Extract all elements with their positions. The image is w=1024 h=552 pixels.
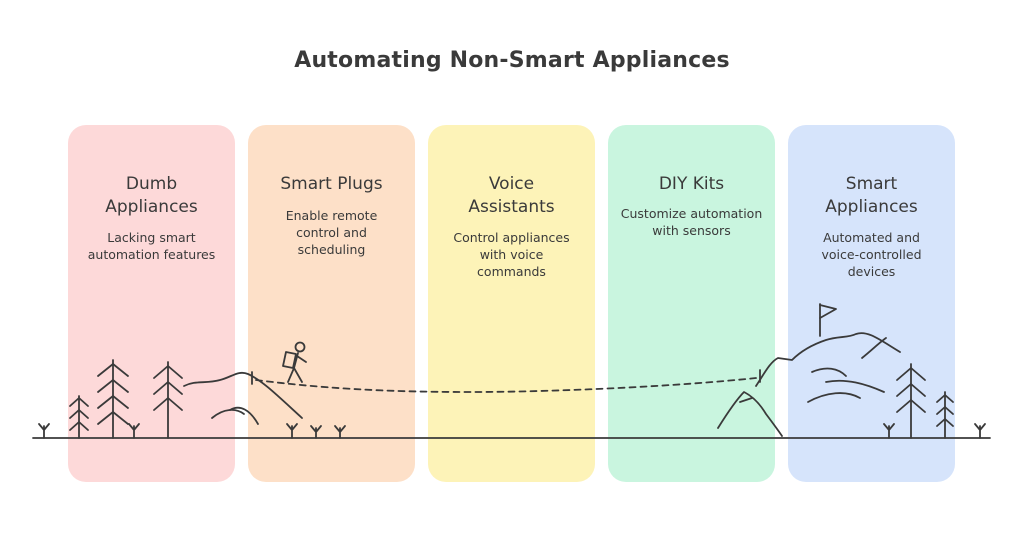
stage-description: Customize automation with sensors (620, 206, 763, 238)
mountain-icon (183, 371, 303, 425)
stage-heading: Voice Assistants (468, 174, 555, 217)
stage-description: Lacking smart automation features (87, 230, 216, 262)
stage-description: Enable remote control and scheduling (285, 208, 378, 257)
trail-path (255, 377, 757, 393)
stage-diy-kits: DIY Kits Customize automation with senso… (608, 125, 775, 482)
tree-icon (896, 363, 926, 439)
mountain-icon (755, 332, 901, 403)
flag-icon (819, 303, 837, 337)
grass-icon (38, 423, 50, 439)
stage-smart-appliances: Smart Appliances Automated and voice-con… (788, 125, 955, 482)
hiker-icon (282, 341, 307, 383)
tree-icon (97, 359, 129, 439)
grass-icon (128, 423, 140, 439)
grass-icon (974, 423, 986, 439)
stage-voice-assistants: Voice Assistants Control appliances with… (428, 125, 595, 482)
stage-heading: Smart Appliances (825, 174, 918, 217)
tree-icon (936, 391, 954, 439)
tree-icon (69, 395, 89, 439)
stage-heading: Smart Plugs (280, 174, 383, 194)
stage-heading: Dumb Appliances (105, 174, 198, 217)
grass-icon (286, 423, 346, 439)
stage-heading: DIY Kits (658, 174, 725, 194)
grass-icon (883, 423, 895, 439)
stage-description: Automated and voice-controlled devices (821, 230, 922, 279)
stage-description: Control appliances with voice commands (453, 230, 570, 279)
stage-dumb-appliances: Dumb Appliances Lacking smart automation… (68, 125, 235, 482)
mountain-icon (717, 391, 783, 437)
tree-icon (153, 361, 183, 439)
stage-smart-plugs: Smart Plugs Enable remote control and sc… (248, 125, 415, 482)
diagram-title: Automating Non-Smart Appliances (294, 48, 730, 73)
